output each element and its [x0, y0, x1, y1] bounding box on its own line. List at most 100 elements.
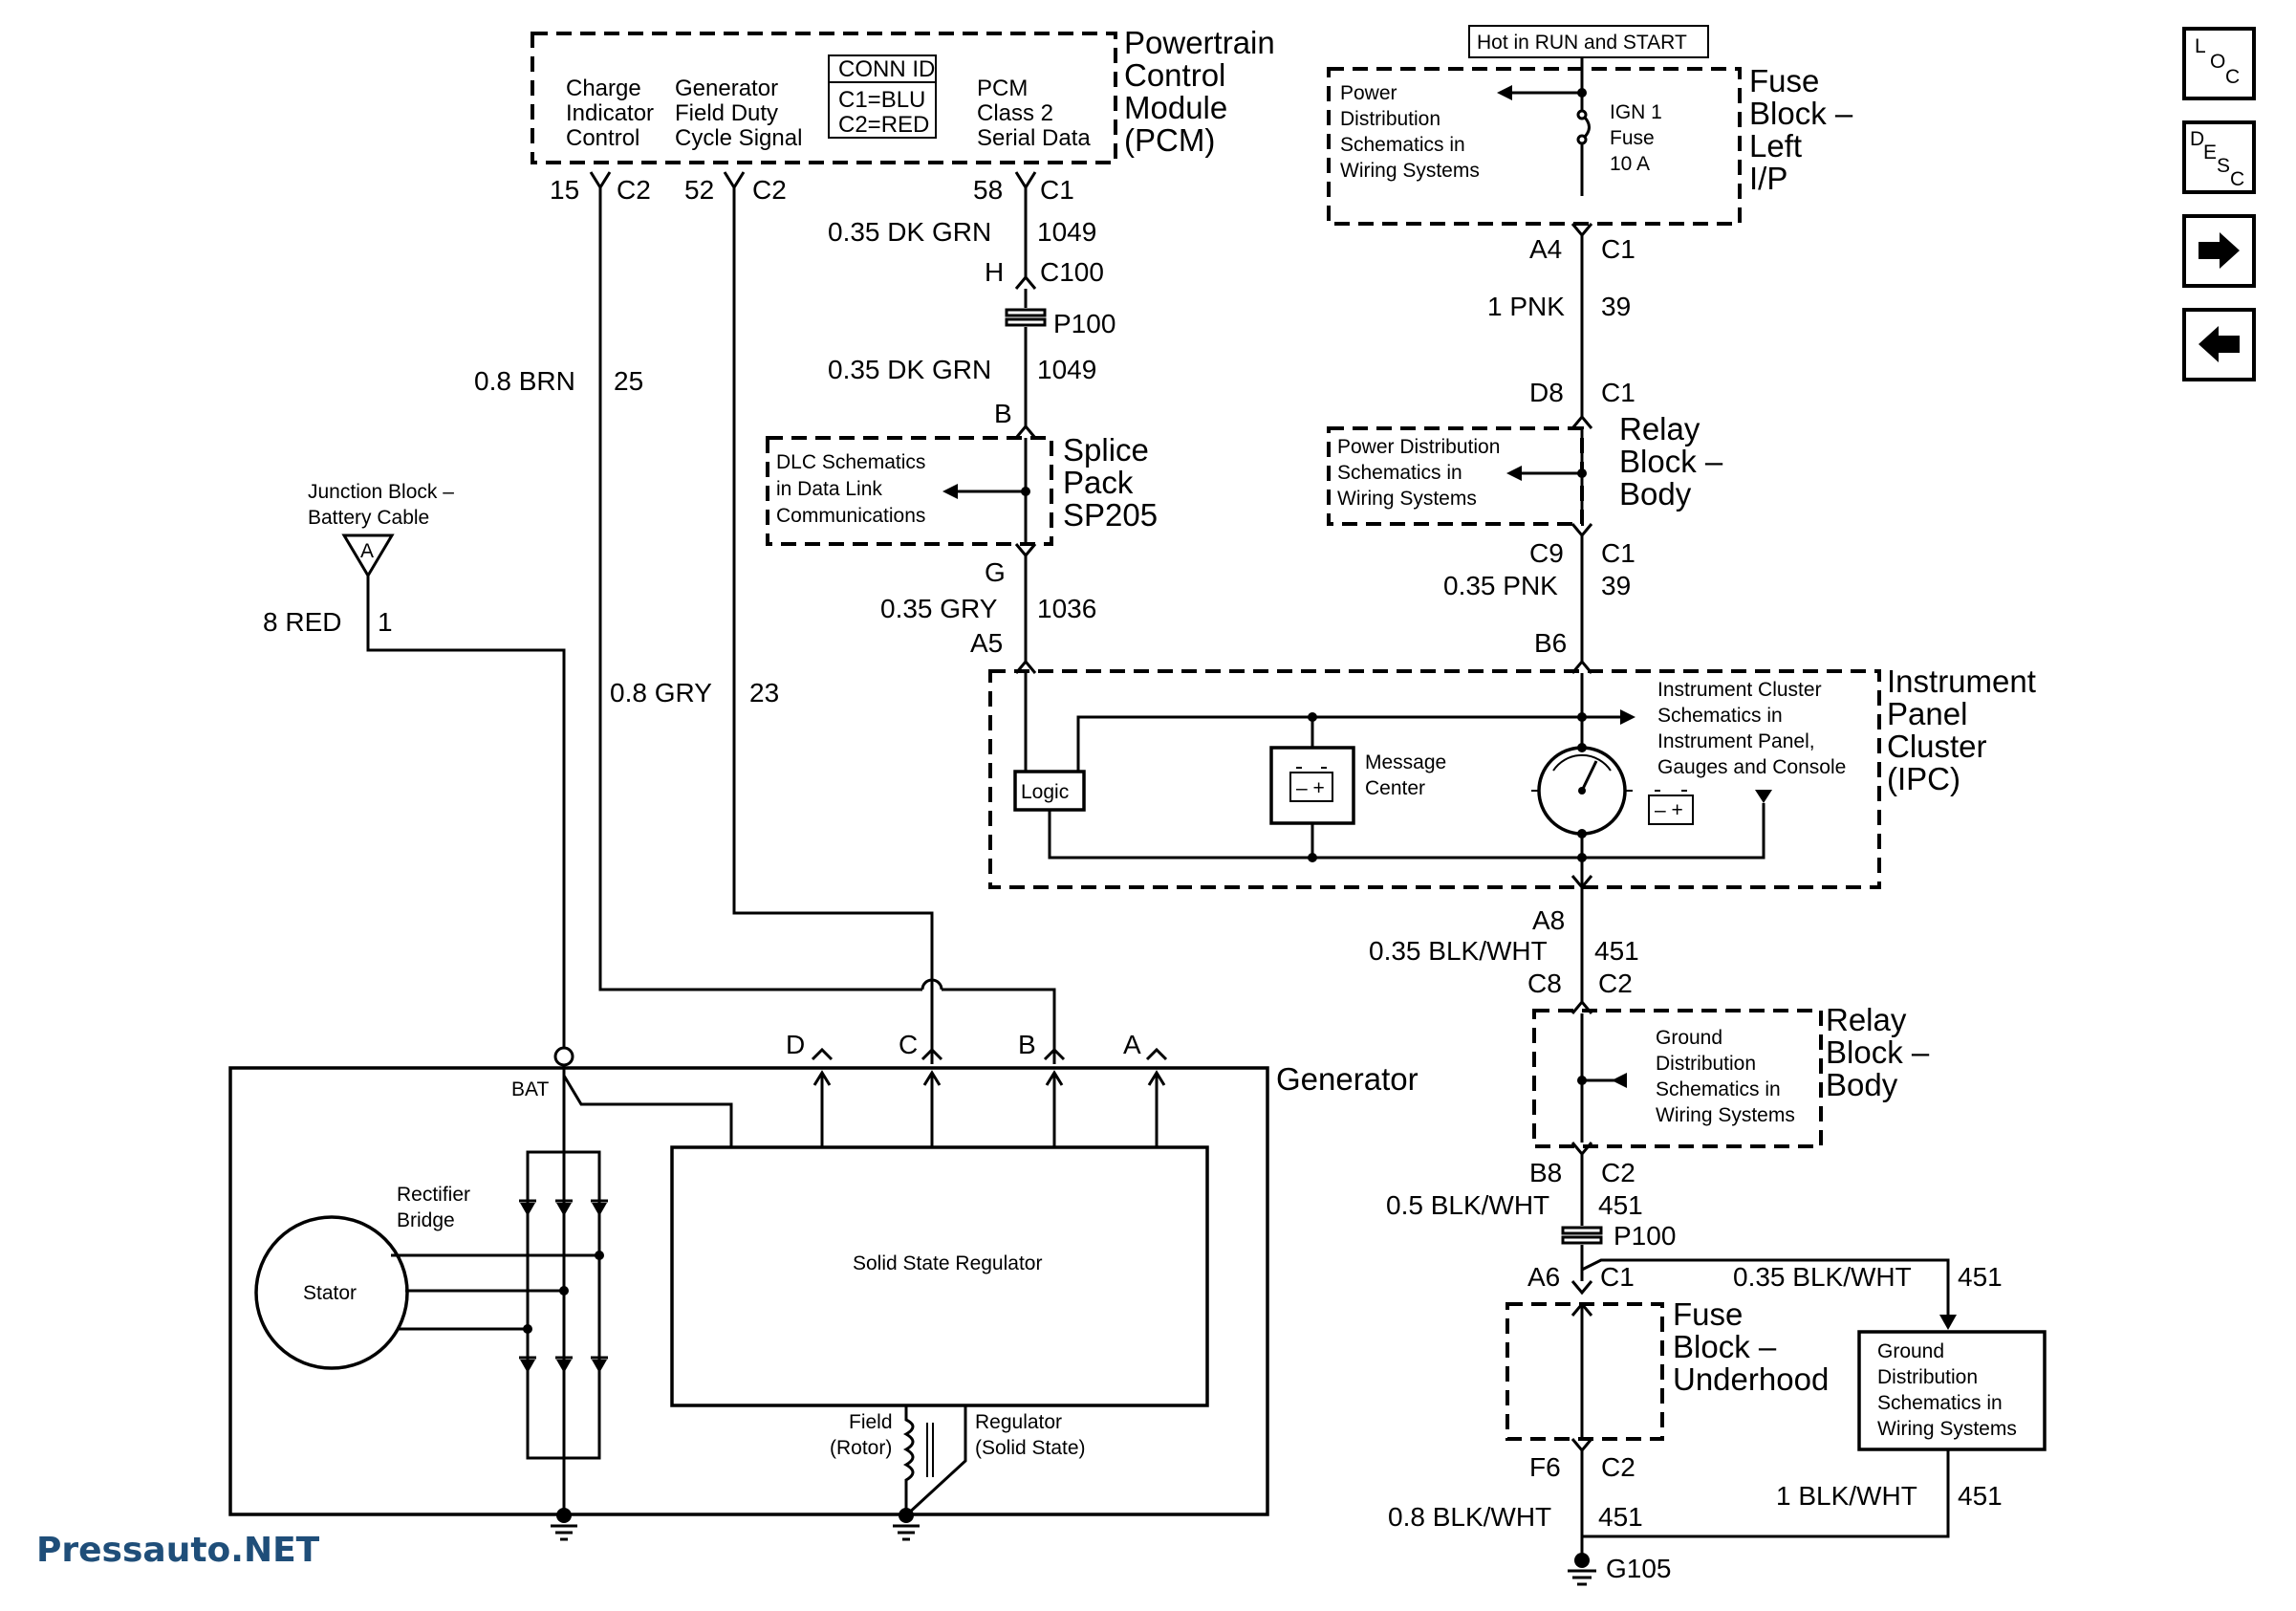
wire-blkwht-451-lower: 0.5 BLK/WHT 451 P100 A6 C1 0.35 BLK/WHT …	[1386, 1154, 2003, 1330]
fuse-block-left-ip: Hot in RUN and START Power Distribution …	[1327, 25, 1861, 264]
fuse-uh-pin-a6: A6	[1527, 1262, 1560, 1292]
fuse-uh-box	[1505, 1302, 1664, 1441]
wire-gry-circuit: 23	[749, 678, 779, 708]
relay-ground-pin-b8: B8	[1529, 1158, 1562, 1187]
ipc-pin-a5: A5	[970, 628, 1003, 658]
wire-035pnk-label: 0.35 PNK	[1443, 571, 1558, 600]
wire-bw2-circuit: 451	[1598, 1190, 1643, 1220]
ipc-title: Instrument Panel Cluster (IPC)	[1887, 664, 2045, 796]
conn-id-box	[828, 54, 937, 139]
fuse-uh-pin-a6-conn: C1	[1600, 1262, 1635, 1292]
svg-text:O: O	[2210, 51, 2225, 73]
svg-text:S: S	[2217, 155, 2230, 177]
instrument-panel-cluster: Logic – + Message Center	[988, 664, 2045, 935]
conn-id-c1: C1=BLU	[838, 87, 925, 113]
forward-button[interactable]	[2182, 214, 2256, 288]
p100b-label: P100	[1614, 1221, 1676, 1251]
relay-ground-title: Relay Block – Body	[1826, 1002, 1938, 1102]
ground-g105: 0.8 BLK/WHT 451 G105	[1388, 1450, 1672, 1586]
wire-bw3-circuit: 451	[1958, 1262, 2003, 1292]
wire-red-label: 8 RED	[263, 607, 341, 637]
fuse-lip-box	[1327, 67, 1742, 226]
hot-label: Hot in RUN and START	[1477, 32, 1687, 54]
relay-pd-text: Power Distribution Schematics in Wiring …	[1337, 436, 1505, 510]
splice-title: Splice Pack SP205	[1063, 432, 1158, 533]
watermark-logo: Pressauto.NET	[36, 1531, 320, 1570]
gd-box	[1857, 1330, 2047, 1451]
bat-label: BAT	[511, 1078, 549, 1100]
relay-pin-d8-conn: C1	[1601, 378, 1635, 407]
fuse-lip-title: Fuse Block – Left I/P	[1749, 63, 1861, 196]
wire-brn-circuit: 25	[614, 366, 643, 396]
relay-ground-pin-c8: C8	[1527, 969, 1562, 998]
svg-text:C: C	[2230, 168, 2244, 190]
diode-icons	[519, 1199, 608, 1373]
wire-gry-1036: 0.35 GRY 1036 A5	[880, 555, 1096, 674]
fuse-block-underhood: Fuse Block – Underhood F6 C2	[1505, 1296, 1829, 1482]
relay-ground-pin-c8-conn: C2	[1598, 969, 1633, 998]
field-coil-icon	[902, 1405, 915, 1515]
solid-state-regulator-box	[670, 1145, 1209, 1407]
svg-text:D: D	[2190, 128, 2204, 150]
pcm-genfield-label: Generator Field Duty Cycle Signal	[675, 76, 802, 151]
logic-label: Logic	[1021, 781, 1069, 803]
wire-gry-label: 0.8 GRY	[610, 678, 712, 708]
relay-pin-d8: D8	[1529, 378, 1564, 407]
field-label: Field (Rotor)	[830, 1411, 898, 1459]
c100-pin: H	[985, 257, 1004, 287]
wire-brn-label: 0.8 BRN	[474, 366, 575, 396]
ign1-fuse-label: IGN 1 Fuse 10 A	[1610, 101, 1668, 175]
splice-pin-g: G	[985, 557, 1006, 587]
wire-bw4-circuit: 451	[1598, 1502, 1643, 1532]
relay-ground-box	[1532, 1009, 1823, 1148]
wire-1036-circuit: 1036	[1037, 594, 1096, 623]
wire-bw1-circuit: 451	[1594, 936, 1639, 966]
reg-ss-label: Regulator (Solid State)	[975, 1411, 1086, 1459]
desc-button[interactable]: D E S C	[2182, 120, 2256, 194]
generator-title: Generator	[1276, 1061, 1419, 1097]
relay-ground-pin-b8-conn: C2	[1601, 1158, 1635, 1187]
wire-blkwht-451-upper: 0.35 BLK/WHT 451 C8 C2	[1369, 887, 1639, 1014]
splice-pack-sp205: DLC Schematics in Data Link Communicatio…	[766, 432, 1158, 587]
svg-text:– +: – +	[1296, 777, 1325, 799]
p100-label: P100	[1053, 309, 1116, 338]
junction-triangle-icon	[341, 533, 395, 578]
junction-block-battery: Junction Block – Battery Cable A 8 RED 1	[263, 481, 574, 1067]
wire-gry-23: 0.8 GRY 23	[610, 187, 934, 1064]
pcm-pin-52: 52	[684, 175, 714, 205]
pcm-serial-label: PCM Class 2 Serial Data	[977, 76, 1091, 151]
wire-bw5-label: 1 BLK/WHT	[1776, 1481, 1917, 1511]
relay-body-title: Relay Block – Body	[1619, 411, 1731, 512]
wire-bw2-label: 0.5 BLK/WHT	[1386, 1190, 1549, 1220]
wire-1036-label: 0.35 GRY	[880, 594, 998, 623]
fuse-uh-pin-f6-conn: C2	[1601, 1452, 1635, 1482]
fuse-lip-pin-a4: A4	[1529, 234, 1562, 264]
wire-1049b-circuit: 1049	[1037, 355, 1096, 384]
wire-bw1-label: 0.35 BLK/WHT	[1369, 936, 1548, 966]
pcm-pin-15: 15	[550, 175, 579, 205]
fuse-lip-pin-a4-conn: C1	[1601, 234, 1635, 264]
arrow-right-icon	[2199, 232, 2240, 269]
splice-dlc-text: DLC Schematics in Data Link Communicatio…	[776, 451, 931, 527]
wire-brn-25: 0.8 BRN 25	[474, 187, 1056, 1064]
bat-terminal	[553, 1046, 574, 1067]
wire-bw3-label: 0.35 BLK/WHT	[1733, 1262, 1912, 1292]
fuse-uh-title: Fuse Block – Underhood	[1673, 1296, 1829, 1397]
gen-term-b: B	[1018, 1030, 1036, 1059]
ground-distribution-box: Ground Distribution Schematics in Wiring…	[1582, 1330, 2047, 1538]
ipc-ic-text: Instrument Cluster Schematics in Instrum…	[1657, 679, 1846, 778]
regulator-label: Solid State Regulator	[853, 1252, 1042, 1274]
wire-bw4-label: 0.8 BLK/WHT	[1388, 1502, 1551, 1532]
pcm-charge-label: Charge Indicator Control	[566, 76, 661, 151]
generator: Generator BAT D C B A Solid State Regula…	[228, 1030, 1419, 1541]
pcm-module: Charge Indicator Control Generator Field…	[531, 25, 1275, 205]
wire-pnk-39: 1 PNK 39 D8 C1	[1487, 235, 1635, 429]
wire-red-circuit: 1	[378, 607, 393, 637]
loc-button[interactable]: L O C	[2182, 27, 2256, 100]
ipc-pin-a8: A8	[1532, 905, 1565, 935]
back-button[interactable]	[2182, 308, 2256, 381]
gen-term-c: C	[899, 1030, 918, 1059]
pcm-pin-58: 58	[973, 175, 1003, 205]
relay-pin-c9: C9	[1529, 538, 1564, 568]
